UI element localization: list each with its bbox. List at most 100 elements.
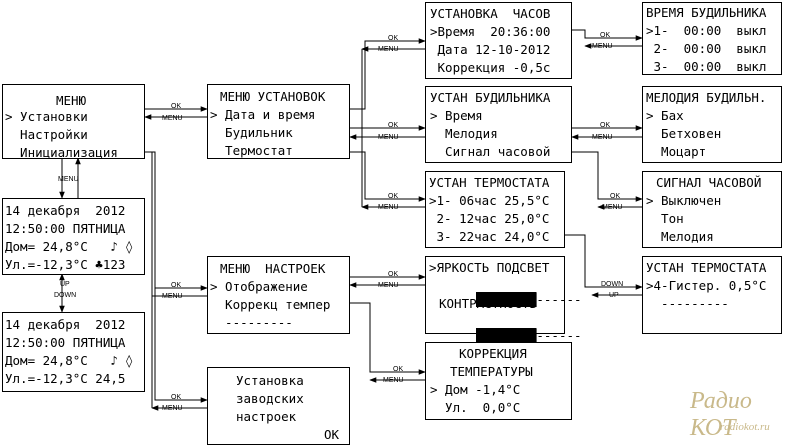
svg-text:MENU: MENU xyxy=(162,293,183,300)
alarm-3: 3- 00:00 выкл xyxy=(646,59,767,74)
svg-text:OK: OK xyxy=(388,35,398,42)
correction-item: Коррекция -0,5с xyxy=(430,60,551,75)
line-1: Установка xyxy=(236,373,304,388)
menu-item-thermostat: Термостат xyxy=(210,143,293,158)
svg-text:MENU: MENU xyxy=(592,43,613,50)
svg-text:DOWN: DOWN xyxy=(54,292,76,299)
svg-text:OK: OK xyxy=(610,193,620,200)
thermostat-hysteresis-screen: УСТАН ТЕРМОСТАТА >4-Гистер. 0,5°С ------… xyxy=(642,256,782,334)
hysteresis-row: >4-Гистер. 0,5°С xyxy=(646,278,767,293)
menu-item-alarm: Будильник xyxy=(210,125,293,140)
signal-off: > Выключен xyxy=(646,193,722,208)
screen-title: ВРЕМЯ БУДИЛЬНИКА xyxy=(646,5,767,20)
temp-correction-screen: КОРРЕКЦИЯ ТЕМПЕРАТУРЫ > Дом -1,4°С Ул. 0… xyxy=(425,342,572,420)
hourly-signal-screen: СИГНАЛ ЧАСОВОЙ > Выключен Тон Мелодия xyxy=(642,171,782,248)
screen-title: МЕНЮ НАСТРОЕК xyxy=(220,261,326,276)
menu-item-settings: > Установки xyxy=(5,109,88,124)
svg-text:OK: OK xyxy=(600,32,610,39)
alarm-1: >1- 00:00 выкл xyxy=(646,23,767,38)
menu-item-temp-corr: Коррекц темпер xyxy=(210,297,331,312)
signal-tone: Тон xyxy=(646,211,684,226)
melody-beethoven: Бетховен xyxy=(646,126,722,141)
clock-setup-screen: УСТАНОВКА ЧАСОВ >Время 20:36:00 Дата 12-… xyxy=(425,2,572,79)
menu-item-init: Инициализация xyxy=(5,145,118,160)
svg-text:MENU: MENU xyxy=(383,377,404,384)
melody-item: Мелодия xyxy=(430,126,498,141)
street-corr: Ул. 0,0°С xyxy=(430,400,521,415)
svg-text:OK: OK xyxy=(171,394,181,401)
watermark-logo: Радио КОТ xyxy=(690,388,752,441)
street-temp-line: Ул.=-12,3°С 24,5 xyxy=(5,371,126,386)
melody-mozart: Моцарт xyxy=(646,144,707,159)
time-item: >Время 20:36:00 xyxy=(430,24,551,39)
screen-subtitle: ТЕМПЕРАТУРЫ xyxy=(450,364,533,379)
time-line: 12:50:00 ПЯТНИЦА xyxy=(5,221,126,236)
svg-text:OK: OK xyxy=(388,122,398,129)
svg-text:OK: OK xyxy=(171,103,181,110)
screen-title: МЕНЮ xyxy=(56,93,87,108)
svg-text:DOWN: DOWN xyxy=(601,281,623,288)
hourly-signal-item: Сигнал часовой xyxy=(430,144,551,159)
screen-title: КОРРЕКЦИЯ xyxy=(459,346,527,361)
alarm-melody-screen: МЕЛОДИЯ БУДИЛЬН. > Бах Бетховен Моцарт xyxy=(642,86,782,163)
contrast-title: КОНТРАСТНОСТЬ xyxy=(439,296,537,311)
placeholder-row: --------- xyxy=(646,296,729,311)
clock-screen-2: 14 декабря 2012 12:50:00 ПЯТНИЦА Дом= 24… xyxy=(2,312,145,392)
svg-text:OK: OK xyxy=(393,366,403,373)
svg-text:MENU: MENU xyxy=(58,176,79,183)
clock-screen-1: 14 декабря 2012 12:50:00 ПЯТНИЦА Дом= 24… xyxy=(2,198,145,275)
time-item: > Время xyxy=(430,108,483,123)
contrast-bar-fill: ████████ xyxy=(476,328,537,343)
alarm-time-screen: ВРЕМЯ БУДИЛЬНИКА >1- 00:00 выкл 2- 00:00… xyxy=(642,2,782,75)
screen-title: СИГНАЛ ЧАСОВОЙ xyxy=(656,175,762,190)
melody-bach: > Бах xyxy=(646,108,684,123)
main-menu-screen: МЕНЮ > Установки Настройки Инициализация xyxy=(2,84,145,160)
alarm-setup-screen: УСТАН БУДИЛЬНИКА > Время Мелодия Сигнал … xyxy=(425,86,572,163)
svg-text:OK: OK xyxy=(600,122,610,129)
menu-item-datetime: > Дата и время xyxy=(210,107,316,122)
factory-reset-screen: Установка заводских настроек OK xyxy=(207,367,350,445)
screen-title: МЕНЮ УСТАНОВОК xyxy=(220,89,326,104)
svg-text:OK: OK xyxy=(171,282,181,289)
svg-text:OK: OK xyxy=(388,271,398,278)
row-1: >1- 06час 25,5°С xyxy=(429,193,550,208)
time-line: 12:50:00 ПЯТНИЦА xyxy=(5,335,126,350)
brightness-bar: ████████------ xyxy=(431,279,582,321)
line-2: заводских xyxy=(236,391,304,406)
svg-text:MENU: MENU xyxy=(162,115,183,122)
settings-menu-screen: МЕНЮ УСТАНОВОК > Дата и время Будильник … xyxy=(207,84,350,159)
svg-text:OK: OK xyxy=(388,193,398,200)
setup-menu-screen: МЕНЮ НАСТРОЕК > Отображение Коррекц темп… xyxy=(207,256,350,334)
screen-title: УСТАН ТЕРМОСТАТА xyxy=(429,175,550,190)
home-corr: > Дом -1,4°С xyxy=(430,382,521,397)
screen-title: МЕЛОДИЯ БУДИЛЬН. xyxy=(646,90,767,105)
street-temp-line: Ул.=-12,3°С ♣123 xyxy=(5,257,126,272)
line-3: настроек xyxy=(236,409,297,424)
brightness-bar-rest: ------ xyxy=(536,292,582,307)
brightness-screen: >ЯРКОСТЬ ПОДСВЕТ ████████------ КОНТРАСТ… xyxy=(425,256,582,343)
menu-item-display: > Отображение xyxy=(210,279,308,294)
svg-text:MENU: MENU xyxy=(378,134,399,141)
home-temp-line: Дом= 24,8°С ♪ ◊ xyxy=(5,239,133,254)
signal-melody: Мелодия xyxy=(646,229,714,244)
svg-text:MENU: MENU xyxy=(378,282,399,289)
svg-text:MENU: MENU xyxy=(592,134,613,141)
date-line: 14 декабря 2012 xyxy=(5,317,126,332)
date-line: 14 декабря 2012 xyxy=(5,203,126,218)
svg-text:UP: UP xyxy=(609,292,619,299)
ok-label: OK xyxy=(324,427,340,442)
row-2: 2- 12час 25,0°С xyxy=(429,211,550,226)
svg-text:MENU: MENU xyxy=(378,46,399,53)
date-item: Дата 12-10-2012 xyxy=(430,42,551,57)
svg-text:MENU: MENU xyxy=(602,204,623,211)
home-temp-line: Дом= 24,8°С ♪ ◊ xyxy=(5,353,133,368)
contrast-bar: ████████------ xyxy=(431,315,582,357)
screen-title: УСТАН БУДИЛЬНИКА xyxy=(430,90,551,105)
row-3: 3- 22час 24,0°С xyxy=(429,229,550,244)
brightness-bar-fill: ████████ xyxy=(476,292,537,307)
menu-item-setup: Настройки xyxy=(5,127,88,142)
screen-title: УСТАН ТЕРМОСТАТА xyxy=(646,260,767,275)
contrast-bar-rest: ------ xyxy=(536,328,582,343)
brightness-title: >ЯРКОСТЬ ПОДСВЕТ xyxy=(429,260,550,275)
